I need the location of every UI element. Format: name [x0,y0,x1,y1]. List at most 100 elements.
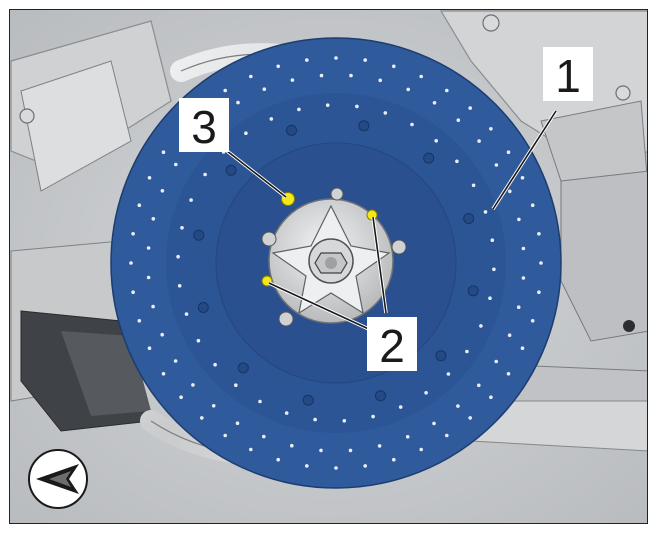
drill-hole [446,372,451,376]
drill-hole [276,457,281,462]
callout-2: 2 [367,317,417,372]
drill-hole [180,226,184,230]
drill-hole [161,150,166,154]
bolt-head [423,152,435,164]
callout-2-label: 2 [379,320,405,372]
drill-hole [483,210,488,214]
drill-hole [392,64,396,69]
drill-hole [342,419,347,423]
drill-hole [530,319,535,323]
bolt-head [463,213,475,224]
drill-hole [146,275,151,280]
drill-hole [305,58,309,62]
bolt-head [358,120,370,132]
drill-hole [174,162,178,167]
drill-hole [249,74,253,79]
bolt-head [225,164,237,176]
drill-hole [456,118,461,122]
drill-hole [290,78,295,82]
drill-hole [489,395,493,400]
drill-hole [297,107,301,112]
drill-hole [334,56,338,60]
drill-hole [305,464,309,468]
drill-hole [517,217,521,222]
drill-hole [258,399,262,404]
drill-hole [179,395,183,400]
drill-hole [146,246,151,250]
drill-hole [455,159,459,164]
drill-hole [371,414,375,419]
drill-hole [203,172,207,177]
drill-hole [506,150,511,154]
drill-hole [488,296,492,301]
drill-hole [479,324,483,328]
drill-hole [521,246,526,251]
drill-hole [160,332,164,337]
drill-hole [432,421,436,426]
drill-hole [176,254,180,259]
drill-hole [213,362,217,367]
drill-hole [507,333,512,338]
drill-hole [521,276,526,280]
drill-hole [432,101,437,105]
drill-hole [456,404,460,408]
drill-hole [290,443,294,448]
bolt-head [302,394,314,406]
drill-hole [434,139,439,143]
drill-hole [477,139,481,143]
disc-drill-holes [129,56,543,470]
direction-arrow-icon [28,449,88,509]
drill-hole [313,417,317,422]
drill-hole [269,117,274,121]
drill-hole [468,106,473,110]
drill-hole [489,127,493,131]
drill-hole [151,217,156,221]
drill-hole [234,383,238,388]
drill-hole [276,64,281,69]
drill-hole [445,88,449,93]
drill-hole [189,198,193,202]
drill-hole [406,87,411,92]
drill-hole [537,232,541,236]
drill-hole [405,435,410,439]
callout-3-label: 3 [191,101,217,153]
drill-hole [494,359,499,364]
drill-hole [319,73,324,78]
bolt-head [467,285,479,297]
drill-hole [424,391,428,395]
drill-hole [160,189,165,193]
drill-hole [235,421,240,426]
drill-hole [537,290,541,295]
drill-hole [236,100,240,105]
drill-hole [419,447,424,452]
drill-hole [378,78,383,83]
drill-hole [173,359,178,363]
drill-hole [244,131,248,135]
drill-hole [516,305,521,310]
disc-bolt-heads [193,120,479,406]
drill-hole [494,163,499,167]
drill-hole [539,261,543,265]
drill-hole [392,457,396,462]
drill-hole [465,349,469,354]
brake-disc-diagram: 1 3 2 [10,10,647,523]
drill-hole [520,346,525,351]
drill-hole [520,176,525,180]
drill-hole [249,447,253,452]
drill-hole [355,104,359,109]
drill-hole [506,372,511,376]
callout-1-label: 1 [555,50,581,102]
bolt-head [435,350,447,362]
drill-hole [363,464,368,468]
drill-hole [325,103,330,107]
drill-hole [490,238,495,242]
drill-hole [262,87,267,91]
drill-hole [468,416,473,420]
drill-hole [319,448,323,453]
drill-hole [200,416,204,420]
wheel-hub [261,187,407,327]
drill-hole [177,284,182,288]
drill-hole [161,372,166,376]
drill-hole [147,176,152,180]
drill-hole [348,448,353,453]
